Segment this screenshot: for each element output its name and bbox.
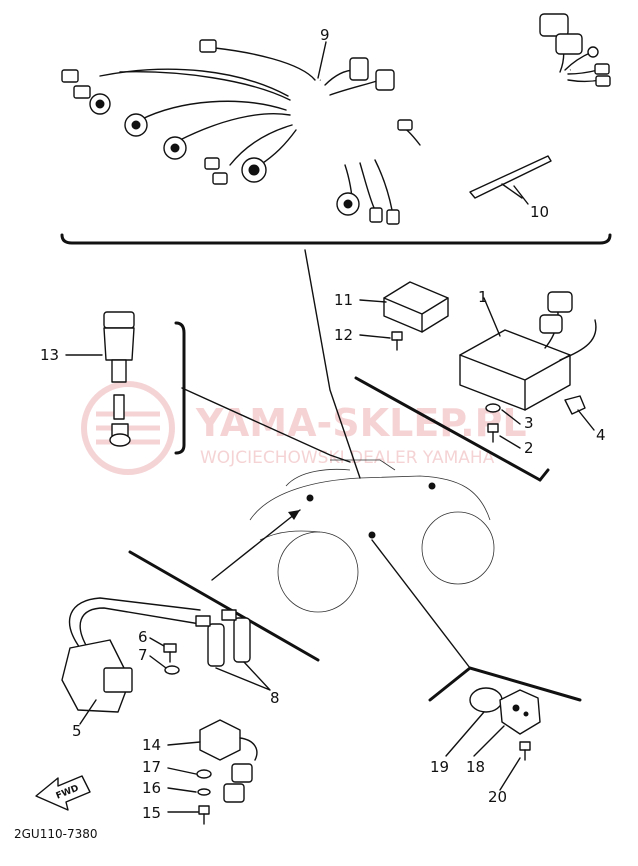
cdi-unit	[459, 291, 597, 411]
pickup-group-bracket	[428, 666, 582, 702]
callout-11: 11	[334, 291, 353, 309]
pointer-switch	[181, 387, 351, 463]
watermark-subtitle: WOJCIECHOWSKI DEALER YAMAHA	[200, 448, 495, 468]
callout-numbers: 9 10 11 12 1 3 2 4 13 6 7 5 8 14 17 16 1…	[40, 26, 606, 822]
drawing-code: 2GU110-7380	[14, 827, 98, 841]
callout-15: 15	[142, 804, 161, 822]
callout-4: 4	[596, 426, 606, 444]
callout-10: 10	[530, 203, 549, 221]
callout-8: 8	[270, 689, 280, 707]
pickup-coil	[499, 689, 541, 735]
callout-13: 13	[40, 346, 59, 364]
atv-outline	[249, 459, 495, 613]
bolt-20	[519, 741, 531, 761]
callout-leaders	[65, 41, 595, 813]
o-ring	[469, 687, 503, 713]
callout-19: 19	[430, 758, 449, 776]
bolt-15	[198, 805, 210, 825]
callout-18: 18	[466, 758, 485, 776]
callout-9: 9	[320, 26, 330, 44]
pointer-harness	[304, 249, 361, 479]
callout-17: 17	[142, 758, 161, 776]
coil-group-bracket	[128, 550, 320, 662]
bolt-6	[163, 643, 177, 663]
callout-6: 6	[138, 628, 148, 646]
callout-1: 1	[478, 288, 488, 306]
relay-14	[199, 719, 258, 803]
voltage-regulator	[383, 281, 449, 333]
callout-14: 14	[142, 736, 161, 754]
ignition-coil	[61, 597, 201, 713]
bolt-2	[487, 423, 499, 443]
washer-7	[164, 665, 180, 675]
callout-2: 2	[524, 439, 534, 457]
callout-3: 3	[524, 414, 534, 432]
bolt-12	[391, 331, 403, 351]
callout-20: 20	[488, 788, 507, 806]
wire-harness	[61, 13, 611, 225]
cable-band	[469, 155, 552, 199]
washer-17	[196, 769, 212, 779]
callout-12: 12	[334, 326, 353, 344]
watermark-title: YAMA-SKLEP.PL	[195, 401, 527, 445]
fwd-arrow: FWD	[35, 775, 91, 811]
callout-5: 5	[72, 722, 82, 740]
clamp-4	[564, 395, 586, 415]
pointer-coil-arrow	[211, 509, 301, 581]
callout-7: 7	[138, 646, 148, 664]
washer-3	[485, 403, 501, 413]
pointer-pickup	[371, 539, 471, 669]
spark-plug-caps	[195, 609, 251, 667]
main-switch	[103, 311, 135, 447]
cdi-group-bracket	[354, 376, 542, 482]
harness-group-bracket	[60, 233, 612, 245]
watermark: YAMA-SKLEP.PL WOJCIECHOWSKI DEALER YAMAH…	[81, 381, 527, 475]
callout-16: 16	[142, 779, 161, 797]
washer-16	[197, 788, 211, 796]
